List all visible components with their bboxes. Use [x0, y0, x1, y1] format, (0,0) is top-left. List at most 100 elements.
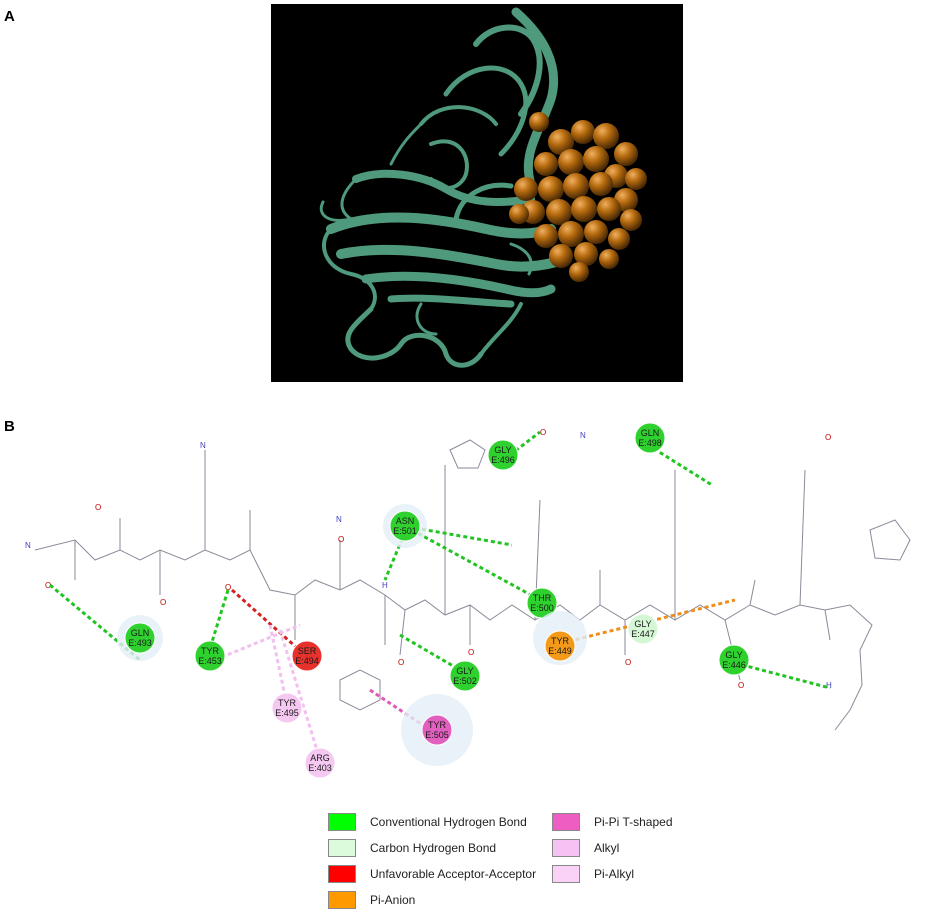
svg-text:GLN: GLN	[641, 428, 660, 438]
legend-swatch	[328, 891, 356, 909]
residue-gly-502: GLY E:502	[449, 660, 481, 692]
ligand-spheres	[509, 112, 647, 282]
svg-text:GLY: GLY	[725, 650, 742, 660]
svg-text:E:447: E:447	[631, 629, 655, 639]
panel-a-label: A	[4, 8, 15, 25]
residue-arg-403: ARG E:403	[304, 747, 336, 779]
legend-swatch	[552, 813, 580, 831]
legend-item-unfavorable-acceptor: Unfavorable Acceptor-Acceptor	[328, 864, 536, 884]
svg-text:E:500: E:500	[530, 603, 554, 613]
legend-label: Carbon Hydrogen Bond	[370, 841, 497, 855]
hbond-line-thr500	[411, 528, 541, 602]
svg-text:N: N	[336, 515, 342, 524]
svg-text:E:505: E:505	[425, 730, 449, 740]
svg-text:E:449: E:449	[548, 646, 572, 656]
residue-ser-494: SER E:494	[291, 640, 323, 672]
svg-text:ASN: ASN	[396, 516, 415, 526]
residue-gln-498: GLN E:498	[634, 422, 666, 454]
legend-item-pi-anion: Pi-Anion	[328, 890, 415, 910]
panel-b-label: B	[4, 418, 15, 435]
svg-text:N: N	[580, 431, 586, 440]
svg-text:E:501: E:501	[393, 526, 417, 536]
hbond-line-gln493	[49, 583, 141, 662]
svg-text:O: O	[45, 581, 51, 590]
residue-tyr-495: TYR E:495	[271, 692, 303, 724]
legend-item-alkyl: Alkyl	[552, 838, 619, 858]
residue-gly-496: GLY E:496	[487, 439, 519, 471]
residue-gly-447: GLY E:447	[627, 613, 659, 645]
svg-text:E:494: E:494	[295, 656, 319, 666]
residue-tyr-453: TYR E:453	[194, 640, 226, 672]
svg-text:E:498: E:498	[638, 438, 662, 448]
residue-gly-446: GLY E:446	[718, 644, 750, 676]
legend-swatch	[552, 839, 580, 857]
svg-text:O: O	[398, 658, 404, 667]
legend-item-pi-alkyl: Pi-Alkyl	[552, 864, 634, 884]
interaction-diagram: O O O O O O O O O O O N N N N H H	[0, 410, 935, 810]
svg-text:N: N	[200, 441, 206, 450]
svg-text:GLN: GLN	[131, 628, 150, 638]
svg-text:E:453: E:453	[198, 656, 222, 666]
svg-text:O: O	[338, 535, 344, 544]
svg-text:O: O	[225, 583, 231, 592]
protein-ribbon	[319, 7, 561, 368]
svg-text:O: O	[625, 658, 631, 667]
legend-item-pi-pi-t-shaped: Pi-Pi T-shaped	[552, 812, 673, 832]
ligand-skeleton	[34, 439, 911, 731]
residue-thr-500: THR E:500	[526, 587, 558, 619]
hbond-line-asn501-o	[414, 526, 513, 547]
svg-text:O: O	[540, 428, 546, 437]
interaction-legend: Conventional Hydrogen Bond Carbon Hydrog…	[328, 812, 688, 912]
svg-text:H: H	[826, 681, 832, 690]
legend-label: Pi-Anion	[370, 893, 416, 907]
svg-text:TYR: TYR	[201, 646, 220, 656]
legend-swatch	[328, 839, 356, 857]
legend-item-carbon-hbond: Carbon Hydrogen Bond	[328, 838, 496, 858]
legend-swatch	[328, 865, 356, 883]
alkyl-line-arg403	[278, 629, 322, 761]
svg-text:O: O	[468, 648, 474, 657]
svg-text:H: H	[382, 581, 388, 590]
legend-label: Pi-Pi T-shaped	[594, 815, 673, 829]
svg-text:TYR: TYR	[551, 636, 570, 646]
svg-text:TYR: TYR	[428, 720, 447, 730]
residue-discs: GLN E:493 TYR E:453 SER E:494 TYR E:495 …	[117, 422, 750, 779]
svg-text:O: O	[825, 433, 831, 442]
pianion-line-tyr449	[561, 598, 736, 645]
legend-swatch	[328, 813, 356, 831]
residue-gln-493: GLN E:493	[117, 615, 163, 661]
residue-tyr-505: TYR E:505	[401, 694, 473, 766]
hbond-line-gln498	[647, 443, 713, 487]
legend-item-conventional-hbond: Conventional Hydrogen Bond	[328, 812, 527, 832]
legend-label: Unfavorable Acceptor-Acceptor	[370, 867, 537, 881]
svg-text:GLY: GLY	[634, 619, 651, 629]
atom-labels: O O O O O O O O O O O N N N N H H	[25, 428, 832, 690]
legend-label: Alkyl	[594, 841, 620, 855]
hbond-line-gly446	[734, 661, 831, 690]
svg-text:THR: THR	[533, 593, 552, 603]
legend-swatch	[552, 865, 580, 883]
clash-line-ser494	[231, 588, 306, 657]
residue-tyr-449: TYR E:449	[533, 611, 587, 665]
svg-text:GLY: GLY	[494, 445, 511, 455]
svg-text:E:403: E:403	[308, 763, 332, 773]
hbond-line-gly496	[509, 430, 541, 457]
svg-text:E:502: E:502	[453, 676, 477, 686]
svg-text:GLY: GLY	[456, 666, 473, 676]
svg-text:O: O	[160, 598, 166, 607]
svg-text:O: O	[738, 681, 744, 690]
svg-text:ARG: ARG	[310, 753, 330, 763]
residue-asn-501: ASN E:501	[383, 504, 427, 548]
svg-text:N: N	[25, 541, 31, 550]
svg-text:O: O	[95, 503, 101, 512]
svg-text:SER: SER	[298, 646, 317, 656]
legend-label: Conventional Hydrogen Bond	[370, 815, 527, 829]
legend-label: Pi-Alkyl	[594, 867, 635, 881]
svg-text:E:495: E:495	[275, 708, 299, 718]
protein-3d-image	[319, 7, 647, 368]
protein-3d-view	[271, 4, 683, 382]
svg-text:E:493: E:493	[128, 638, 152, 648]
alkyl-line-tyr453	[214, 623, 301, 662]
hbond-line-gly502	[399, 633, 461, 672]
svg-text:E:446: E:446	[722, 660, 746, 670]
